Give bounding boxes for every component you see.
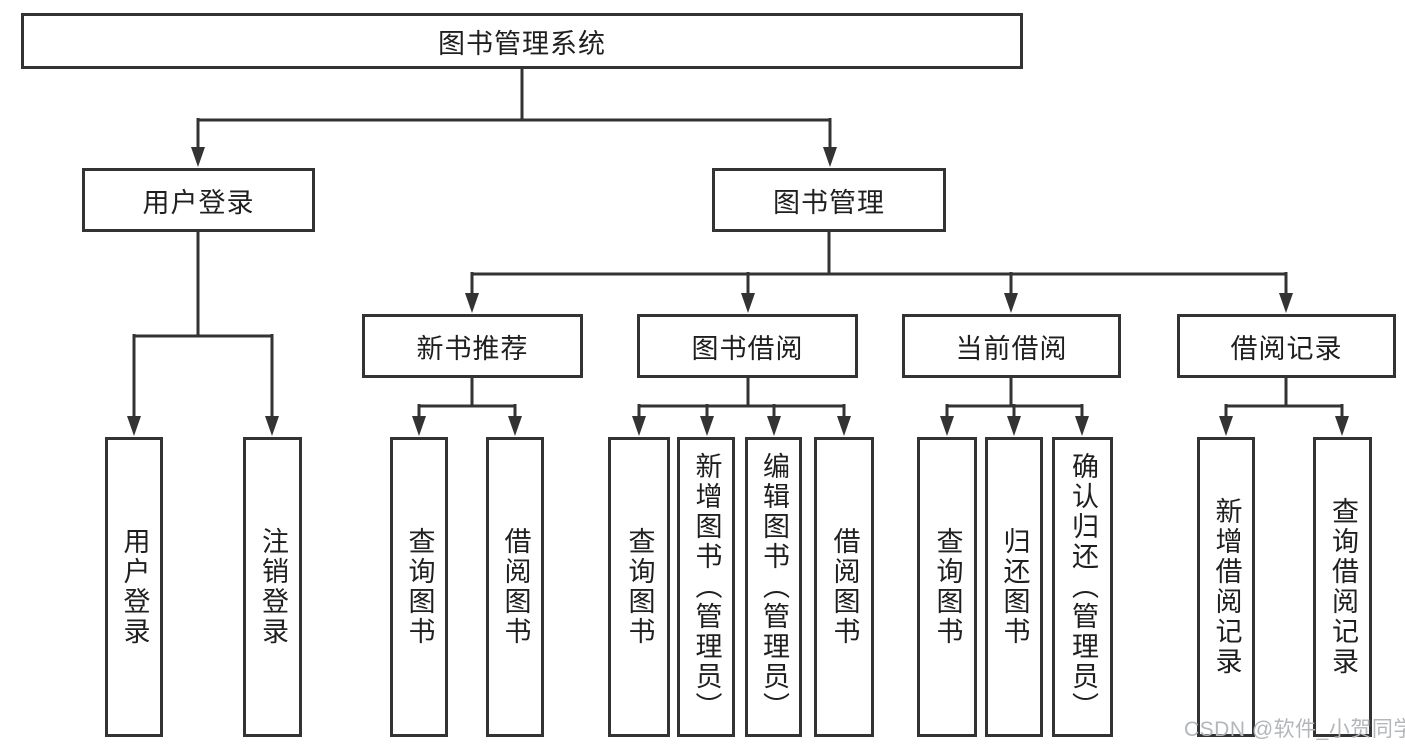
node-current-borrow-label: 当前借阅 [955,333,1068,364]
node-library-system: 图书管理系统 [21,13,1023,69]
leaf-cb-query-book: 查询图书 [917,437,977,737]
csdn-watermark: CSDN @软件_小贺同学 [1184,718,1405,741]
node-borrow-records-label: 借阅记录 [1230,333,1343,364]
arrowheads [127,147,1349,436]
node-current-borrow: 当前借阅 [902,314,1121,378]
leaf-bb-query-book: 查询图书 [608,437,670,737]
leaf-br-query-record: 查询借阅记录 [1313,437,1372,737]
leaf-cb-return-book: 归还图书 [985,437,1043,737]
leaf-br-add-record: 新增借阅记录 [1197,437,1255,737]
node-borrow-records: 借阅记录 [1177,314,1396,378]
leaf-nb-borrow-book: 借阅图书 [486,437,544,737]
leaf-bb-add-book-admin: 新增图书（管理员） [677,437,735,737]
node-new-book-recommend: 新书推荐 [362,314,583,378]
node-user-login: 用户登录 [82,168,315,232]
leaf-nb-query-book: 查询图书 [390,437,448,737]
leaf-bb-edit-book-admin: 编辑图书（管理员） [745,437,802,737]
leaf-user-login: 用户登录 [105,437,163,737]
node-book-management-label: 图书管理 [773,187,885,218]
leaf-bb-borrow-book: 借阅图书 [814,437,874,737]
node-library-system-label: 图书管理系统 [438,28,606,59]
node-book-management: 图书管理 [712,168,946,232]
leaf-logout-login: 注销登录 [243,437,302,737]
leaf-cb-confirm-return-admin: 确认归还（管理员） [1052,437,1113,737]
node-user-login-label: 用户登录 [142,187,255,218]
node-book-borrow: 图书借阅 [637,314,858,378]
node-new-book-recommend-label: 新书推荐 [416,333,529,364]
node-book-borrow-label: 图书借阅 [691,333,804,364]
